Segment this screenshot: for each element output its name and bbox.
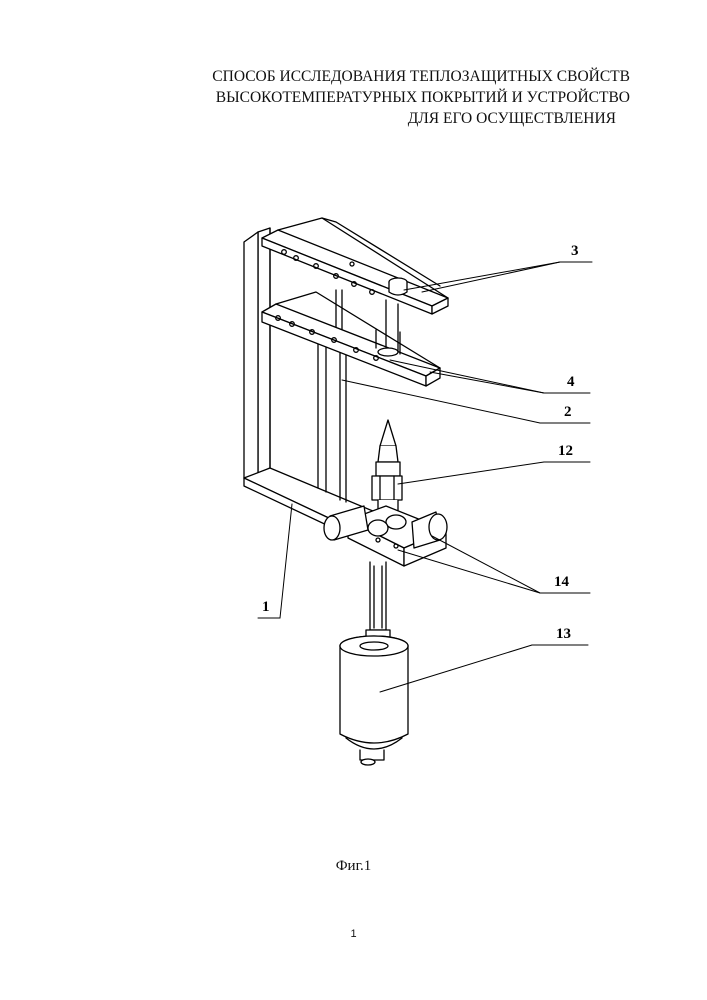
callout-3: 3: [571, 243, 579, 259]
callout-1: 1: [262, 599, 270, 615]
callout-2: 2: [564, 404, 572, 420]
frame-back-plate: [244, 228, 270, 478]
callout-13: 13: [556, 626, 571, 642]
cylinder-13: [340, 636, 408, 765]
lower-rod: [366, 562, 390, 642]
probe-12: [372, 420, 402, 512]
figure-caption: Фиг.1: [0, 858, 707, 875]
callout-12: 12: [558, 443, 573, 459]
callout-14: 14: [554, 574, 570, 590]
page-number: 1: [0, 928, 707, 940]
callout-4: 4: [567, 374, 575, 390]
cross-fitting-14: [324, 506, 447, 566]
